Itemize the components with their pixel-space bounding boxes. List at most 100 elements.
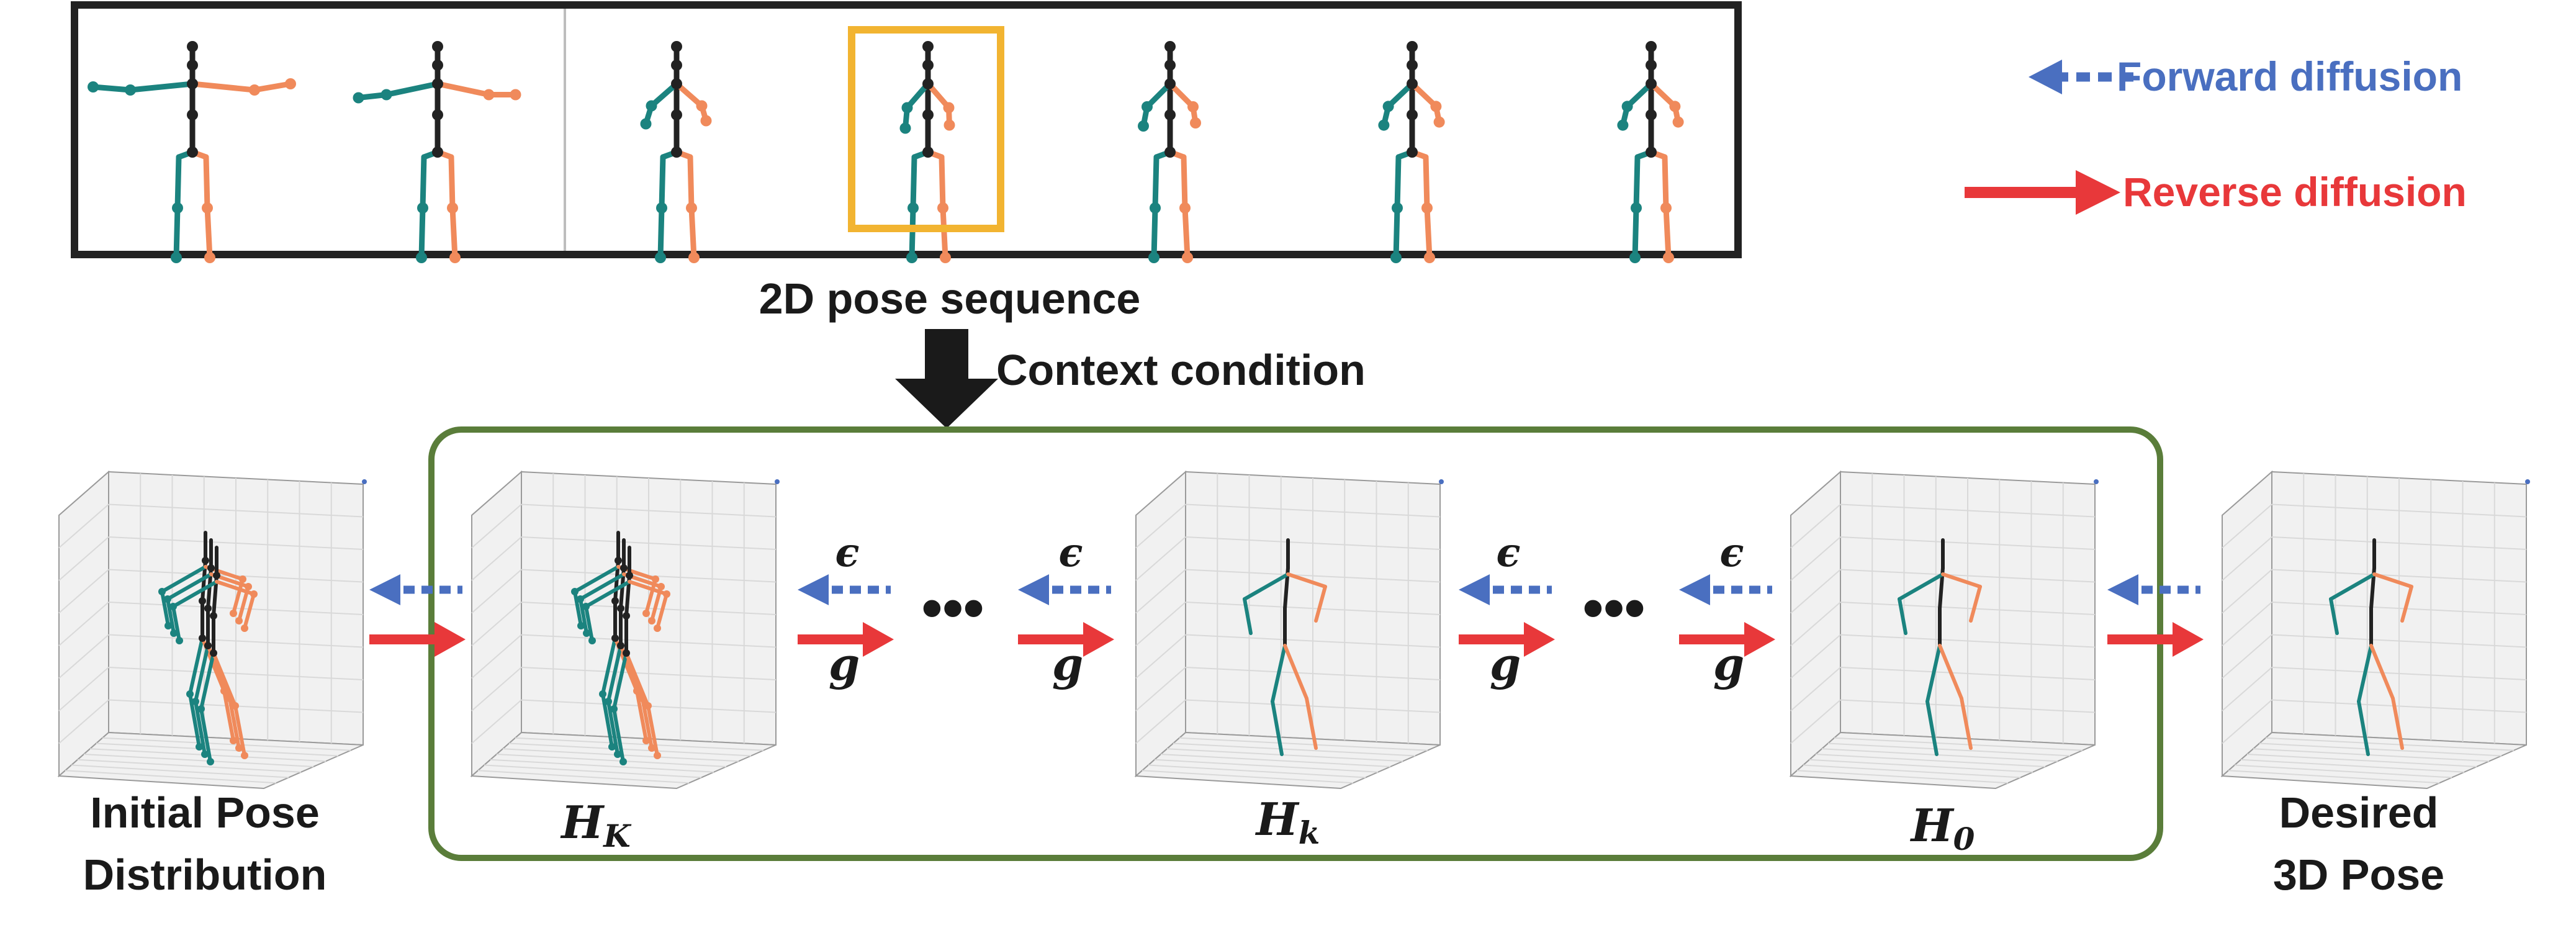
reverse-arrowhead bbox=[1083, 622, 1114, 657]
grid-line bbox=[58, 536, 109, 581]
grid-line bbox=[58, 569, 109, 614]
grid-line bbox=[471, 503, 522, 549]
plot-bone bbox=[579, 597, 588, 635]
desired-pose-label-line1: Desired bbox=[2279, 788, 2439, 837]
plot-joint bbox=[158, 588, 166, 595]
pose-frame bbox=[1138, 41, 1201, 263]
grid-line bbox=[490, 759, 714, 773]
grid-line bbox=[58, 634, 109, 679]
plot-joint bbox=[619, 758, 627, 765]
skeleton-joint bbox=[922, 60, 934, 71]
plot-bone bbox=[1898, 572, 1945, 601]
pose-3d-plots bbox=[57, 470, 2530, 790]
grid-line bbox=[521, 667, 777, 680]
plot-bone bbox=[573, 590, 583, 628]
plot-bone bbox=[1271, 644, 1287, 703]
ellipsis-1: ••• bbox=[922, 575, 984, 641]
sequence-title: 2D pose sequence bbox=[759, 274, 1141, 323]
skeleton-joint bbox=[671, 41, 682, 52]
skeleton-joint bbox=[1424, 252, 1435, 263]
grid-line bbox=[1185, 667, 1441, 680]
grid-line bbox=[1790, 634, 1841, 679]
skeleton-joint bbox=[1631, 202, 1642, 214]
plot-joint bbox=[654, 625, 661, 632]
grid-line bbox=[1160, 754, 1391, 767]
grid-line bbox=[471, 634, 522, 679]
plot-bone bbox=[628, 580, 669, 596]
grid-line bbox=[1185, 602, 1441, 615]
plot-bone bbox=[166, 572, 213, 601]
skeleton-joint bbox=[922, 147, 934, 158]
skeleton-joint bbox=[1629, 252, 1641, 263]
forward-arrowhead bbox=[369, 574, 400, 605]
epsilon-label: ϵ bbox=[1497, 530, 1521, 576]
skeleton-bone bbox=[1182, 205, 1191, 261]
skeleton-joint bbox=[187, 60, 198, 71]
skeleton-joint bbox=[483, 89, 495, 101]
pose-frames bbox=[88, 41, 1684, 263]
skeleton-joint bbox=[353, 92, 364, 104]
plot-joint bbox=[210, 649, 217, 657]
skeleton-joint bbox=[940, 252, 951, 263]
plot-joint bbox=[169, 603, 177, 610]
plot-bone bbox=[655, 592, 669, 630]
grid-line bbox=[1790, 602, 1841, 646]
pose-3d-plot bbox=[470, 470, 780, 790]
skeleton-joint bbox=[187, 109, 198, 120]
grid-line bbox=[1179, 737, 1428, 751]
skeleton-joint bbox=[1407, 78, 1418, 89]
grid-line bbox=[521, 634, 777, 648]
epsilon-label: ϵ bbox=[1059, 530, 1083, 576]
plot-bone bbox=[160, 565, 207, 593]
grid-line bbox=[484, 764, 702, 778]
plot-joint bbox=[164, 622, 172, 629]
pose-3d-plot bbox=[1134, 470, 1444, 790]
diffusion-arrows bbox=[369, 574, 2204, 657]
skeleton-bone bbox=[384, 81, 441, 97]
skeleton-joint bbox=[700, 115, 712, 127]
pose-3d-plot bbox=[1789, 470, 2099, 790]
skeleton-bone bbox=[939, 154, 946, 211]
skeleton-joint bbox=[671, 109, 682, 120]
skeleton-bone bbox=[418, 205, 426, 261]
skeleton-joint bbox=[1646, 78, 1657, 89]
skeleton-joint bbox=[1164, 78, 1176, 89]
g-label: g bbox=[1490, 638, 1521, 690]
grid-line bbox=[1135, 503, 1186, 549]
skeleton-bone bbox=[659, 154, 666, 211]
skeleton-joint bbox=[202, 202, 213, 214]
plot-joint bbox=[197, 705, 205, 713]
skeleton-joint bbox=[1672, 116, 1684, 128]
plot-bone bbox=[1969, 585, 1982, 623]
grid-line bbox=[2259, 742, 2502, 757]
skeleton-joint bbox=[1660, 202, 1672, 214]
grid-line bbox=[1796, 770, 2009, 784]
skeleton-joint bbox=[899, 122, 911, 134]
grid-line bbox=[1834, 737, 2083, 751]
pose-frame bbox=[1378, 41, 1445, 263]
skeleton-bone bbox=[1393, 205, 1400, 261]
plot-bone bbox=[584, 605, 594, 643]
plot-joint bbox=[620, 564, 628, 572]
skeleton-joint bbox=[432, 78, 443, 89]
forward-arrowhead bbox=[798, 574, 829, 605]
plot-bone bbox=[194, 644, 210, 703]
grid-line bbox=[1840, 602, 2096, 615]
plot-bone bbox=[199, 707, 212, 764]
skeleton-joint bbox=[447, 202, 458, 214]
plot-bone bbox=[2391, 697, 2404, 750]
skeleton-joint bbox=[1150, 202, 1161, 214]
plot-bone bbox=[188, 692, 201, 749]
initial-pose-label-line1: Initial Pose bbox=[90, 788, 320, 837]
ellipsis-2: ••• bbox=[1583, 575, 1646, 641]
grid-line bbox=[2222, 634, 2272, 679]
skeleton-bone bbox=[940, 205, 948, 261]
skeleton-bone bbox=[204, 205, 213, 261]
plot-bone bbox=[606, 644, 623, 703]
grid-line bbox=[1142, 770, 1354, 784]
plot-bone bbox=[2372, 572, 2413, 589]
skeleton-joint bbox=[671, 78, 682, 89]
state-label-h0: H0 bbox=[1910, 799, 1975, 857]
axis-marker bbox=[1439, 479, 1444, 484]
plot-bone bbox=[215, 580, 256, 596]
